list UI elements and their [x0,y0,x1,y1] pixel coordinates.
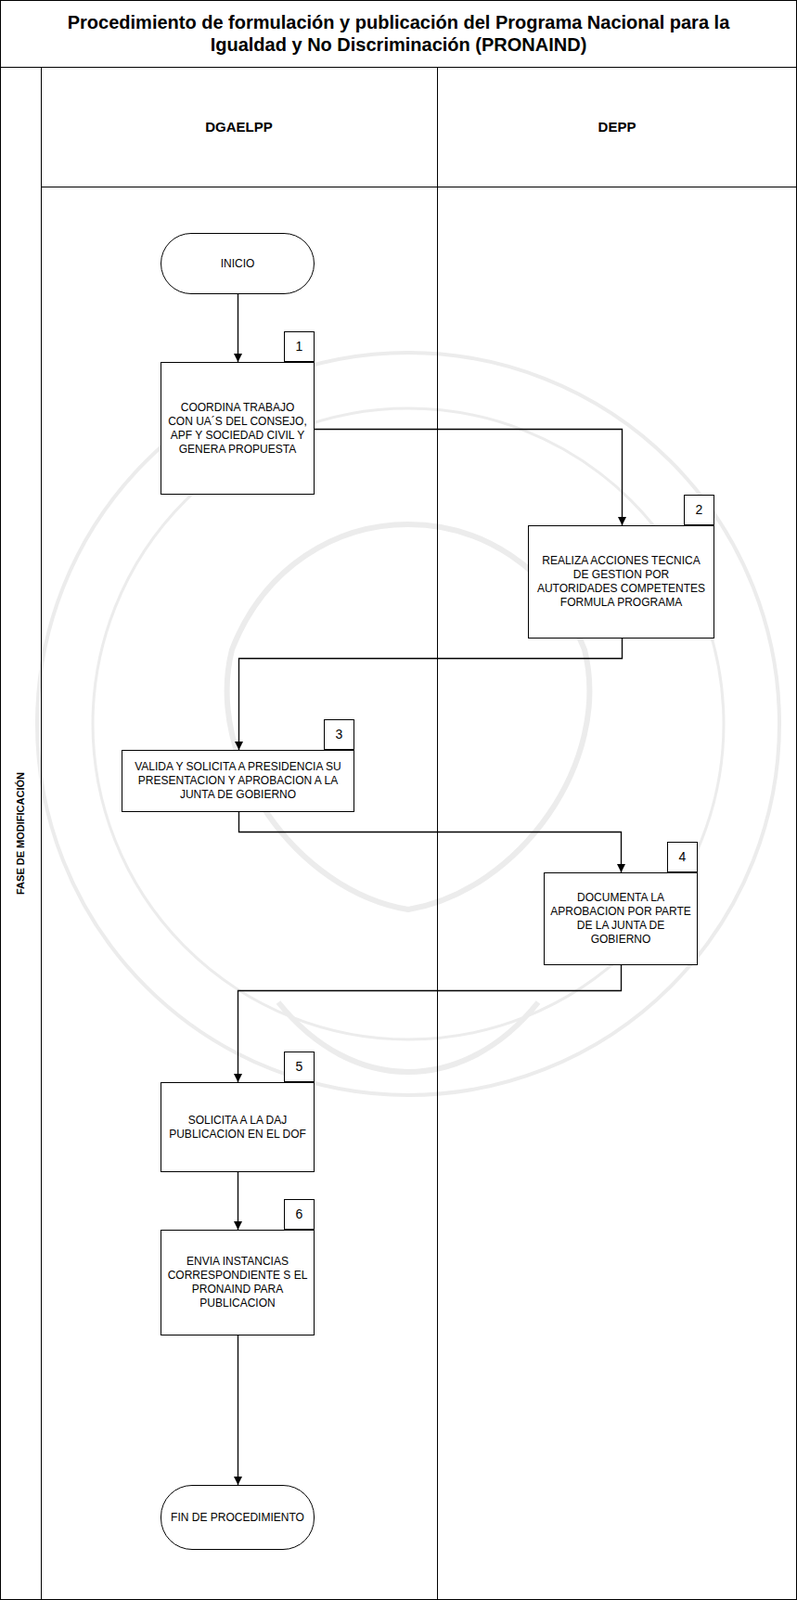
watermark [37,352,780,1095]
process-box: VALIDA Y SOLICITA A PRESIDENCIA SU PRESE… [121,749,355,812]
connector [237,1171,239,1230]
process-box: COORDINA TRABAJO CON UA´S DEL CONSEJO, A… [160,361,315,495]
connector [239,638,623,750]
process-box: SOLICITA A LA DAJ PUBLICACION EN EL DOF5 [160,1081,315,1172]
callout-number: 4 [667,841,698,873]
connector [239,811,622,873]
swimlane: DEPP REALIZA ACCIONES TECNICA DE GESTION … [437,66,797,1600]
phase-divider [40,66,42,1600]
connector [314,429,623,527]
lane-divider [437,66,438,1600]
process-text: COORDINA TRABAJO CON UA´S DEL CONSEJO, A… [167,400,309,457]
connector [237,1335,239,1485]
process-text: REALIZA ACCIONES TECNICA DE GESTION POR … [534,553,708,610]
callout-number: 3 [323,719,355,750]
header-divider [40,186,797,188]
swimlane: DGAELPP INICIO COORDINA TRABAJO CON UA´S D… [40,66,438,1600]
connector [238,964,622,1082]
watermark-ring [92,408,724,1040]
process-box: DOCUMENTA LA APROBACION POR PARTE DE LA … [543,872,698,965]
process-text: ENVIA INSTANCIAS CORRESPONDIENTE S EL PR… [167,1254,309,1311]
title-band: Procedimiento de formulación y publicaci… [0,0,797,67]
process-box: ENVIA INSTANCIAS CORRESPONDIENTE S EL PR… [160,1229,315,1336]
process-text: DOCUMENTA LA APROBACION POR PARTE DE LA … [550,890,692,947]
process-text: VALIDA Y SOLICITA A PRESIDENCIA SU PRESE… [128,759,348,802]
callout-number: 1 [283,331,315,362]
callout-number: 5 [283,1051,315,1082]
lane-header: DEPP [437,66,797,187]
terminal-box: INICIO [160,232,315,295]
terminal-text: INICIO [220,257,256,271]
callout-number: 2 [683,494,715,526]
phase-band: FASE DE MODIFICACIÓN [0,66,41,1600]
process-box: REALIZA ACCIONES TECNICA DE GESTION POR … [527,525,715,639]
watermark-emblem [278,1002,539,1072]
callout-number: 6 [283,1198,315,1230]
diagram-title: Procedimiento de formulación y publicaci… [46,11,752,56]
watermark-ring [37,352,780,1095]
terminal-text: FIN DE PROCEDIMIENTO [170,1510,305,1525]
lane-header: DGAELPP [40,66,438,187]
terminal-box: FIN DE PROCEDIMIENTO [160,1484,315,1550]
title-divider [0,66,797,68]
phase-label: FASE DE MODIFICACIÓN [14,771,26,895]
process-text: SOLICITA A LA DAJ PUBLICACION EN EL DOF [167,1113,309,1142]
connector [237,294,239,362]
